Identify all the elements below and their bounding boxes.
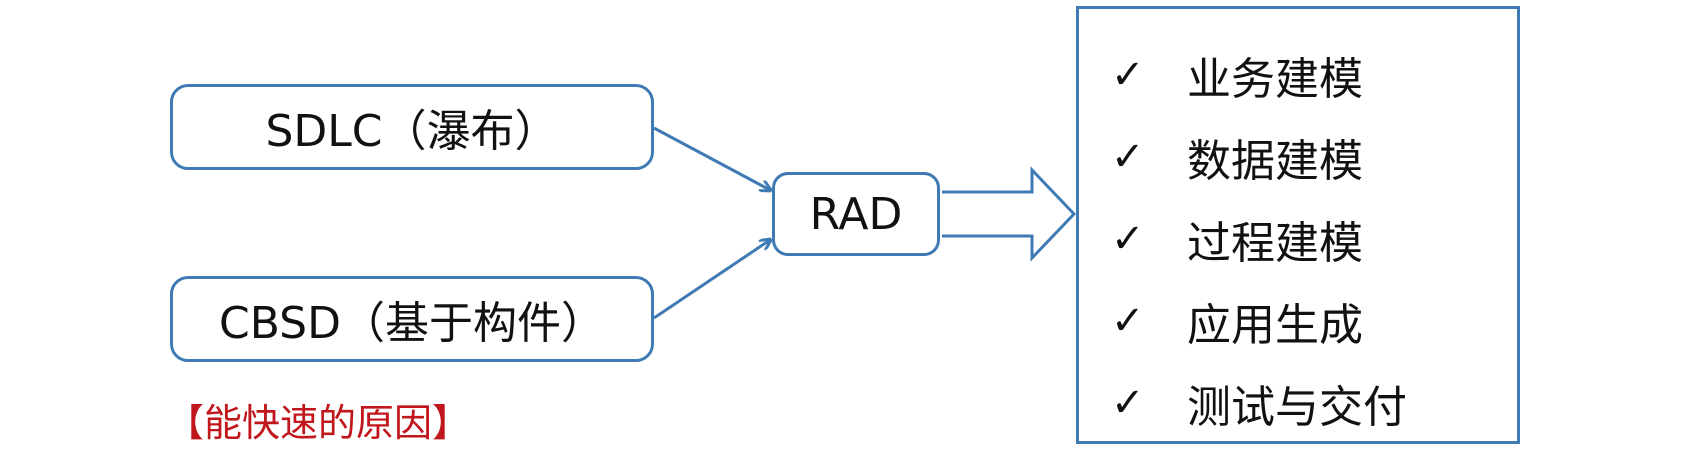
outcome-item-label: 业务建模: [1187, 54, 1363, 105]
block-arrow-rad-to-list: [942, 166, 1077, 262]
check-icon: ✓: [1111, 52, 1145, 98]
outcome-item-data-modeling: ✓ 数据建模: [1111, 115, 1511, 199]
arrow-cbsd-to-rad: [653, 240, 770, 320]
arrow-sdlc-to-rad: [653, 126, 770, 190]
cbsd-label: CBSD（基于构件）: [219, 298, 605, 349]
outcome-item-process-modeling: ✓ 过程建模: [1111, 197, 1511, 281]
check-icon: ✓: [1111, 134, 1145, 180]
outcome-item-label: 数据建模: [1187, 136, 1363, 187]
check-icon: ✓: [1111, 216, 1145, 262]
outcome-item-label: 过程建模: [1187, 218, 1363, 269]
cbsd-box: CBSD（基于构件）: [170, 276, 654, 362]
sdlc-box: SDLC（瀑布）: [170, 84, 654, 170]
outcome-item-label: 应用生成: [1187, 300, 1363, 351]
check-icon: ✓: [1111, 298, 1145, 344]
sdlc-label: SDLC（瀑布）: [265, 106, 559, 157]
rad-label: RAD: [809, 188, 903, 240]
check-icon: ✓: [1111, 380, 1145, 426]
outcome-item-application-generation: ✓ 应用生成: [1111, 279, 1511, 363]
reason-note: 【能快速的原因】: [166, 401, 471, 445]
outcome-item-label: 测试与交付: [1187, 382, 1407, 433]
outcome-item-testing-delivery: ✓ 测试与交付: [1111, 361, 1511, 445]
rad-box: RAD: [772, 172, 940, 256]
outcome-list-box: ✓ 业务建模 ✓ 数据建模 ✓ 过程建模 ✓ 应用生成 ✓ 测试与交付: [1076, 6, 1520, 444]
outcome-item-business-modeling: ✓ 业务建模: [1111, 33, 1511, 117]
